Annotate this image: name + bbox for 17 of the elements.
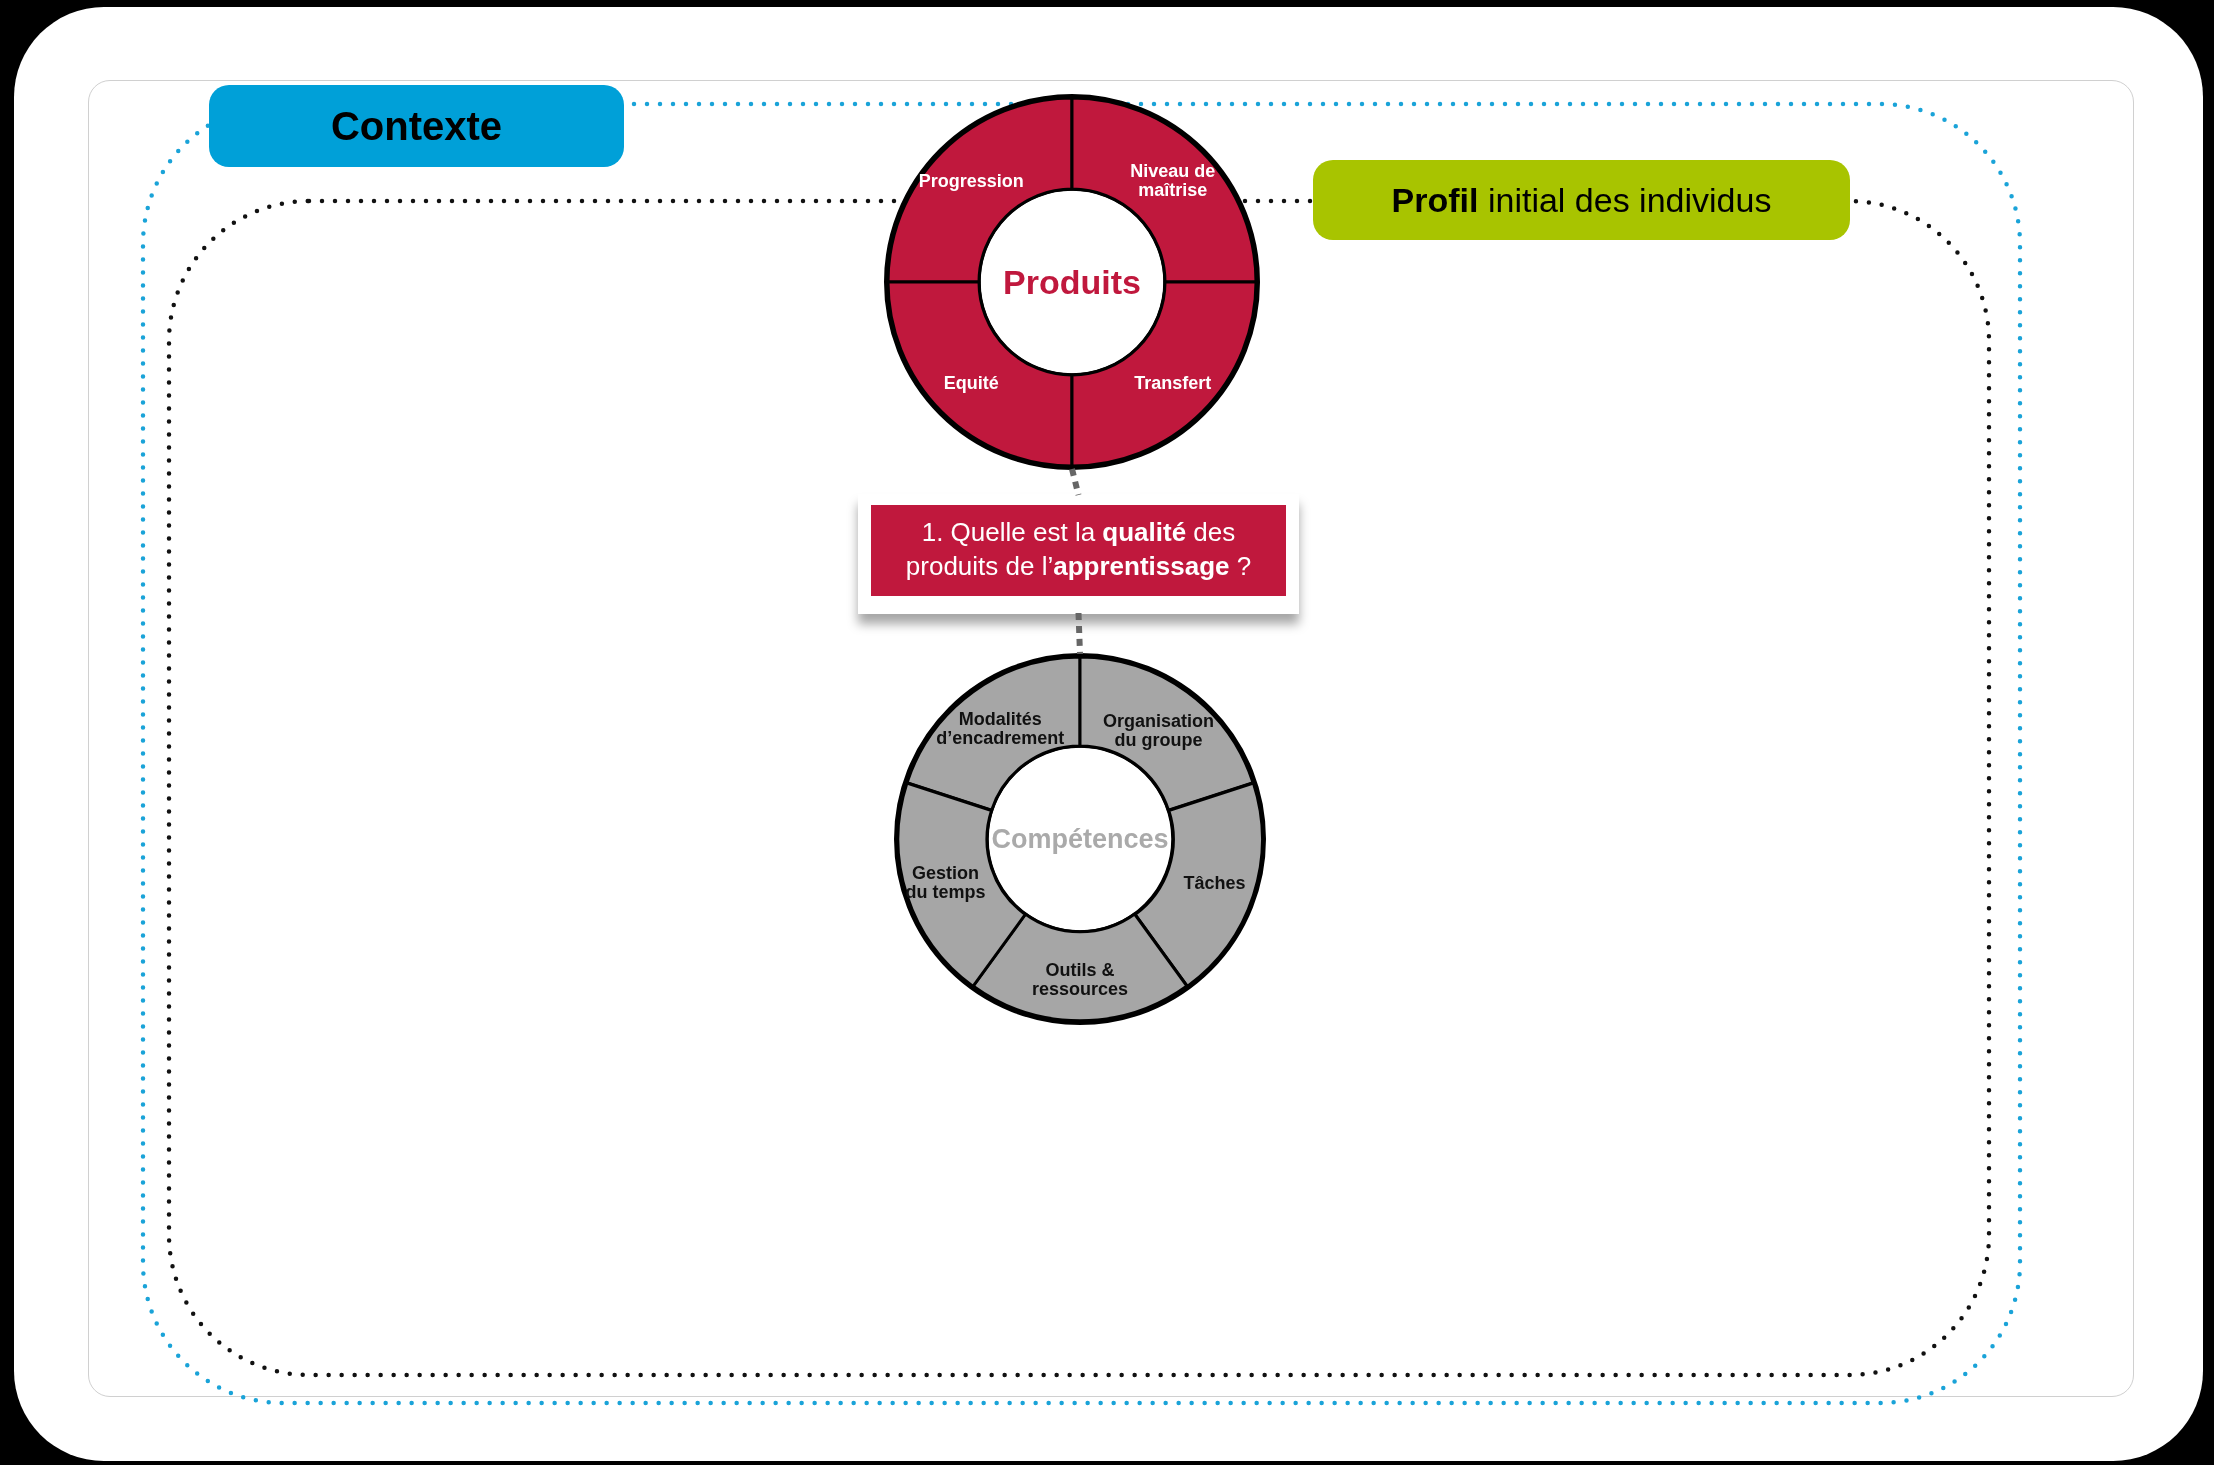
segment-label: Niveau de maîtrise — [1129, 162, 1217, 201]
segment-label: Tâches — [1183, 873, 1246, 893]
segment-label: Modalités d’encadrement — [935, 710, 1066, 749]
hub-label: Compétences — [991, 823, 1169, 855]
segment-label: Equité — [943, 373, 999, 393]
dashed-connector — [1075, 612, 1083, 655]
section-tab: Contexte — [209, 85, 624, 167]
segment-label: Gestion du temps — [904, 863, 987, 902]
segment-label: Transfert — [1134, 373, 1212, 393]
question-card — [858, 494, 1299, 614]
segment-label: Organisation du groupe — [1101, 712, 1215, 750]
section-tab: Profil initial des individus — [1313, 160, 1850, 240]
segment-label: Progression — [918, 171, 1024, 191]
hub-label: Produits — [1003, 262, 1141, 302]
dashed-connector — [1069, 468, 1082, 496]
question-banner: 1. Quelle est la qualité des produits de l’apprentissage ? — [871, 505, 1286, 596]
segment-label: Outils & ressources — [1030, 961, 1129, 1000]
